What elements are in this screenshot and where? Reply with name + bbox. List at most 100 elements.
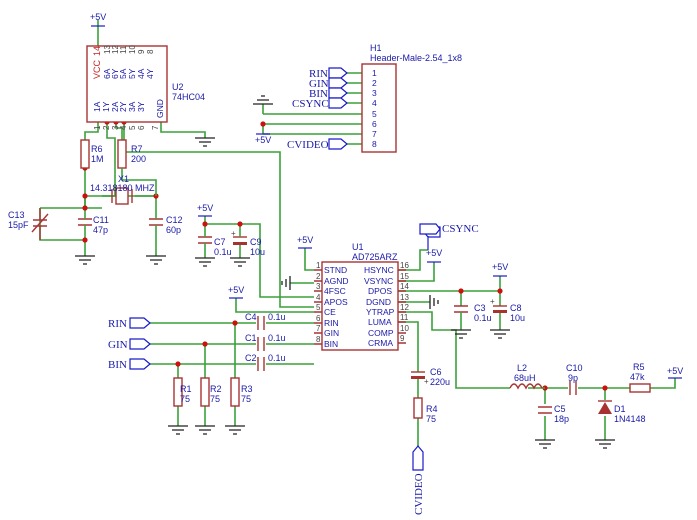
- h1-ref: H1: [370, 43, 382, 53]
- c11-ref: C11: [93, 215, 109, 225]
- u1-pin-num: 6: [316, 314, 321, 323]
- ground-icon: [490, 329, 510, 339]
- c3-cap[interactable]: C3 0.1u: [454, 303, 492, 323]
- r4-resistor[interactable]: R4 75: [413, 397, 438, 424]
- c2-value: 0.1u: [268, 353, 286, 363]
- net-label-gin: GIN: [309, 78, 329, 90]
- c8-polcap[interactable]: + C8 10u: [490, 297, 525, 323]
- u2-pin-label: 4A: [136, 68, 146, 79]
- u1-right-pins: HSYNC VSYNC DPOS DGND YTRAP LUMA COMP CR…: [364, 261, 409, 348]
- junction: [82, 193, 88, 199]
- l2-inductor[interactable]: L2 68uH: [509, 363, 543, 390]
- ground-icon: [451, 329, 471, 339]
- r1-resistor[interactable]: R1 75: [173, 377, 192, 407]
- c10-ref: C10: [566, 363, 583, 373]
- c12-cap[interactable]: C12 60p: [149, 212, 183, 235]
- u1-pin-label: 4FSC: [324, 286, 346, 296]
- u1-pin-label: VSYNC: [364, 276, 393, 286]
- ground-icon: [168, 425, 188, 435]
- c5-cap[interactable]: C5 18p: [538, 404, 569, 424]
- c3-value: 0.1u: [474, 313, 492, 323]
- vcc-c7: +5V: [197, 203, 213, 217]
- h1-pin: 7: [372, 129, 377, 139]
- u1-pin-num: 8: [316, 335, 321, 344]
- junction: [82, 205, 88, 211]
- net-flags-header: RIN GIN BIN CSYNC CVIDEO: [287, 67, 348, 151]
- c2-cap[interactable]: C2 0.1u: [245, 353, 286, 371]
- c1-ref: C1: [245, 333, 257, 343]
- u1-pin-num: 9: [400, 334, 405, 343]
- c7-value: 0.1u: [214, 247, 232, 257]
- ground-symbols: [75, 95, 615, 449]
- u2-pin-label: 1A: [92, 101, 102, 112]
- net-label-bin: BIN: [108, 359, 127, 371]
- c8-ref: C8: [510, 303, 522, 313]
- vcc-label: +5V: [255, 135, 271, 145]
- c10-cap[interactable]: C10 9p: [566, 363, 583, 395]
- c6-polcap[interactable]: + C6 220u: [411, 367, 450, 387]
- r3-value: 75: [241, 394, 251, 404]
- u2-inverter[interactable]: VCC 6A 6Y 5A 5Y 4A 4Y 14 13 12 11 10 9 8…: [86, 45, 205, 130]
- u2-pin-num: 12: [111, 45, 120, 54]
- u2-pin-num: 1: [93, 125, 102, 130]
- u1-pin-label: RIN: [324, 318, 339, 328]
- h1-pin: 6: [372, 119, 377, 129]
- c4-cap[interactable]: C4 0.1u: [245, 312, 286, 330]
- c7-cap[interactable]: C7 0.1u: [198, 232, 232, 257]
- u1-pin-num: 4: [316, 293, 321, 302]
- h1-pin: 2: [372, 78, 377, 88]
- junction: [202, 221, 208, 227]
- d1-diode[interactable]: D1 1N4148: [598, 400, 646, 424]
- u2-top-pins: VCC 6A 6Y 5A 5Y 4A 4Y 14 13 12 11 10 9 8: [92, 45, 155, 79]
- u2-pin-label: 6A: [102, 68, 112, 79]
- u2-pin-label: GND: [155, 99, 165, 118]
- ground-icon: [281, 276, 291, 290]
- u1-pin-num: 10: [400, 324, 409, 333]
- r5-resistor[interactable]: R5 47k: [629, 362, 651, 393]
- h1-pin: 3: [372, 88, 377, 98]
- u1-pin-label: DGND: [366, 297, 391, 307]
- u2-pin-label: 2A: [110, 101, 120, 112]
- l2-value: 68uH: [514, 373, 536, 383]
- r6-resistor[interactable]: R6 1M: [80, 139, 104, 169]
- c1-cap[interactable]: C1 0.1u: [245, 333, 286, 351]
- r3-resistor[interactable]: R3 75: [230, 377, 253, 407]
- u2-pin-label: 3Y: [136, 101, 146, 112]
- u2-pin-num: 11: [119, 45, 128, 54]
- c5-value: 18p: [554, 414, 569, 424]
- u1-pin-label: AGND: [324, 276, 349, 286]
- junction: [458, 288, 464, 294]
- r2-resistor[interactable]: R2 75: [200, 377, 222, 407]
- c13-trimcap[interactable]: C13 15pF: [8, 208, 49, 240]
- vcc-label: +5V: [426, 248, 442, 258]
- ground-icon: [429, 295, 439, 309]
- junction: [260, 121, 266, 127]
- vcc-vsync: +5V: [426, 248, 442, 263]
- junction: [602, 385, 608, 391]
- u2-pin-num: 5: [128, 125, 137, 130]
- u1-pin-num: 15: [400, 272, 409, 281]
- r7-resistor[interactable]: R7 200: [117, 139, 146, 169]
- c4-value: 0.1u: [268, 312, 286, 322]
- r7-ref: R7: [131, 144, 143, 154]
- r1-ref: R1: [180, 384, 192, 394]
- r4-ref: R4: [426, 404, 438, 414]
- u2-pin-label: 2Y: [118, 101, 128, 112]
- h1-header[interactable]: H1 Header-Male-2.54_1x8 1 2 3 4 5 6 7 8: [361, 43, 462, 153]
- u2-ref: U2: [172, 82, 184, 92]
- u2-pin-num: 6: [137, 125, 146, 130]
- u1-pin-label: YTRAP: [366, 307, 395, 317]
- c9-polcap[interactable]: + C9 10u: [231, 229, 265, 257]
- u2-pin-num: 3: [111, 125, 120, 130]
- r4-value: 75: [426, 414, 436, 424]
- net-label-cvideo: CVIDEO: [287, 139, 329, 151]
- c11-cap[interactable]: C11 47p: [78, 212, 109, 235]
- plus-icon: +: [231, 229, 236, 238]
- net-label-rin: RIN: [108, 318, 127, 330]
- u1-encoder[interactable]: U1 AD725ARZ STND AGND 4FSC APOS CE RIN G…: [314, 242, 409, 351]
- x1-crystal[interactable]: X1 14.318180 MHZ: [90, 174, 155, 205]
- vcc-header: +5V: [255, 133, 271, 145]
- net-flags-inputs: RIN GIN BIN: [108, 317, 151, 371]
- u1-value: AD725ARZ: [352, 252, 398, 262]
